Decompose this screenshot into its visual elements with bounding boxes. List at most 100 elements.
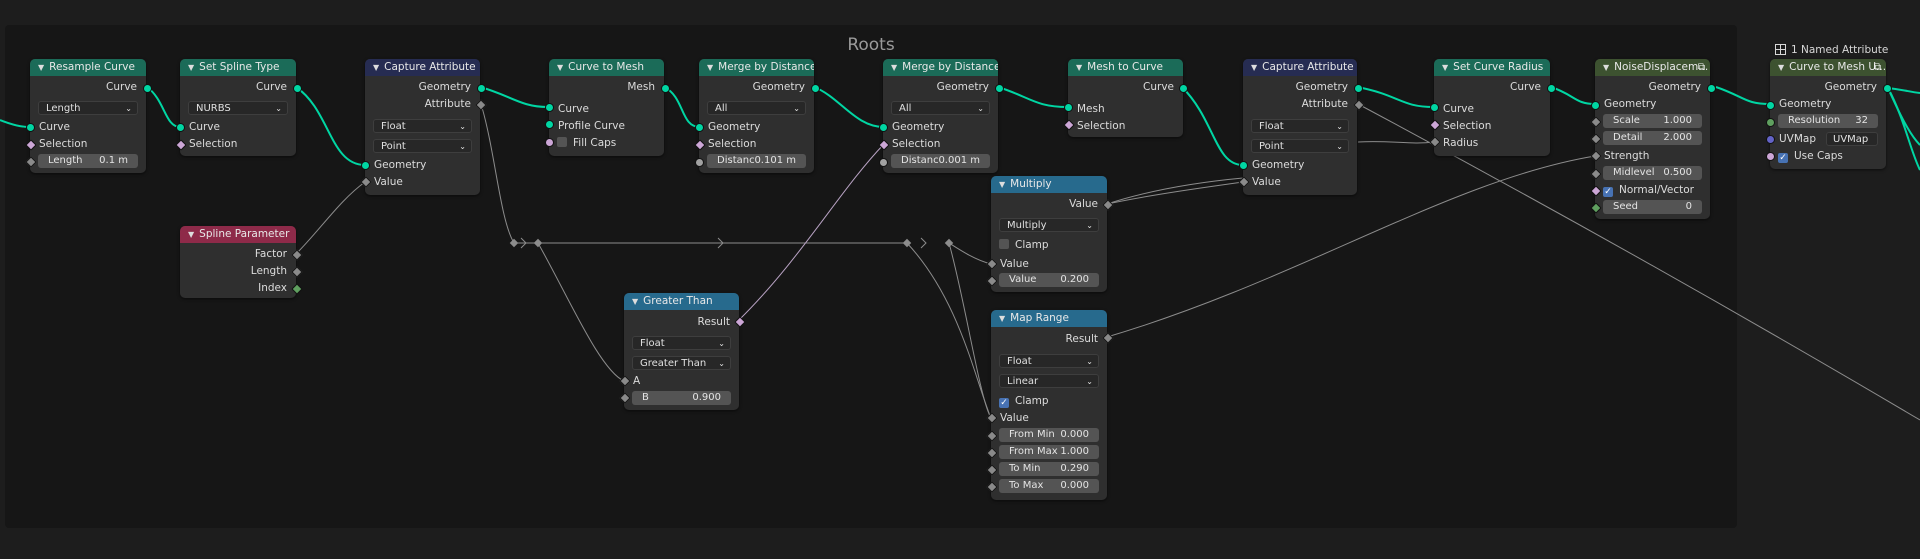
use-caps-checkbox[interactable]: ✓Use Caps	[1778, 150, 1843, 163]
socket-curve-out[interactable]	[1179, 84, 1188, 93]
node-header[interactable]: ▼Mesh to Curve	[1068, 59, 1183, 76]
socket-curve-in[interactable]	[26, 123, 35, 132]
socket-geometry-in[interactable]	[361, 161, 370, 170]
socket-geometry-out[interactable]	[477, 84, 486, 93]
node-curve-to-mesh-uv-group[interactable]: ▼Curve to Mesh U...⧉ Geometry Geometry R…	[1770, 59, 1886, 169]
node-header[interactable]: ▼NoiseDisplacem...⧉	[1595, 59, 1710, 76]
node-mesh-to-curve[interactable]: ▼Mesh to Curve Curve Mesh Selection	[1068, 59, 1183, 137]
output-length: Length	[250, 265, 287, 277]
socket-distance-in[interactable]	[879, 158, 888, 167]
node-curve-to-mesh[interactable]: ▼Curve to Mesh Mesh Curve Profile Curve …	[549, 59, 664, 156]
data-type-dropdown[interactable]: Float⌄	[1251, 119, 1349, 133]
node-merge-by-distance-2[interactable]: ▼Merge by Distance Geometry All⌄ Geometr…	[883, 59, 998, 173]
data-type-dropdown[interactable]: Float⌄	[632, 336, 731, 350]
collapse-icon[interactable]: ▼	[38, 63, 45, 72]
node-header[interactable]: ▼Greater Than	[624, 293, 739, 310]
interpolation-dropdown[interactable]: Linear⌄	[999, 374, 1099, 388]
link-geometry	[997, 86, 1069, 108]
named-attribute-label[interactable]: 1 Named Attribute	[1775, 44, 1888, 56]
socket-mesh-out[interactable]	[661, 84, 670, 93]
node-header[interactable]: ▼Curve to Mesh	[549, 59, 664, 76]
spline-type-dropdown[interactable]: NURBS⌄	[188, 101, 288, 115]
socket-geometry-in[interactable]	[879, 123, 888, 132]
node-group-icon[interactable]: ⧉	[1697, 62, 1705, 73]
socket-profile-in[interactable]	[545, 120, 554, 129]
node-header[interactable]: ▼Set Spline Type	[180, 59, 296, 76]
mode-dropdown[interactable]: All⌄	[707, 101, 806, 115]
socket-geometry-in[interactable]	[1766, 101, 1775, 110]
link-float	[1106, 177, 1244, 205]
domain-dropdown[interactable]: Point⌄	[373, 139, 472, 153]
socket-geometry-in[interactable]	[695, 123, 704, 132]
operation-dropdown[interactable]: Multiply⌄	[999, 218, 1099, 232]
operation-dropdown[interactable]: Greater Than⌄	[632, 356, 731, 370]
socket-geometry-in[interactable]	[1239, 161, 1248, 170]
socket-curve-in[interactable]	[545, 103, 554, 112]
node-header[interactable]: ▼Map Range	[991, 310, 1107, 327]
socket-resolution-in[interactable]	[1766, 118, 1775, 127]
mode-dropdown[interactable]: Length⌄	[38, 101, 138, 115]
node-spline-parameter[interactable]: ▼Spline Parameter Factor Length Index	[180, 226, 296, 298]
uvmap-field[interactable]: UVMap	[1826, 132, 1878, 146]
data-type-dropdown[interactable]: Float⌄	[999, 354, 1099, 368]
data-type-dropdown[interactable]: Float⌄	[373, 119, 472, 133]
node-multiply[interactable]: ▼Multiply Value Multiply⌄ Clamp Value Va…	[991, 176, 1107, 292]
socket-curve-out[interactable]	[143, 84, 152, 93]
node-greater-than[interactable]: ▼Greater Than Result Float⌄ Greater Than…	[624, 293, 739, 410]
node-header[interactable]: ▼Merge by Distance	[699, 59, 814, 76]
node-header[interactable]: ▼Multiply	[991, 176, 1107, 193]
socket-fill-caps-in[interactable]	[545, 138, 554, 147]
socket-use-caps-in[interactable]	[1766, 152, 1775, 161]
clamp-checkbox[interactable]: Clamp	[999, 238, 1049, 252]
node-capture-attribute-2[interactable]: ▼Capture Attribute Geometry Attribute Fl…	[1243, 59, 1357, 195]
node-header[interactable]: ▼Merge by Distance	[883, 59, 998, 76]
mode-dropdown[interactable]: All⌄	[891, 101, 990, 115]
socket-geometry-out[interactable]	[1354, 84, 1363, 93]
node-capture-attribute[interactable]: ▼Capture Attribute Geometry Attribute Fl…	[365, 59, 480, 195]
node-header[interactable]: ▼Spline Parameter	[180, 226, 296, 243]
node-map-range[interactable]: ▼Map Range Result Float⌄ Linear⌄ ✓Clamp …	[991, 310, 1107, 500]
node-header[interactable]: ▼Resample Curve	[30, 59, 146, 76]
socket-geometry-out[interactable]	[1707, 84, 1716, 93]
node-resample-curve[interactable]: ▼Resample Curve Curve Length⌄ Curve Sele…	[30, 59, 146, 173]
socket-geometry-out[interactable]	[1883, 84, 1892, 93]
node-set-curve-radius[interactable]: ▼Set Curve Radius Curve Curve Selection …	[1434, 59, 1550, 156]
node-group-icon[interactable]: ⧉	[1873, 62, 1881, 73]
domain-dropdown[interactable]: Point⌄	[1251, 139, 1349, 153]
socket-curve-in[interactable]	[176, 123, 185, 132]
socket-curve-out[interactable]	[1547, 84, 1556, 93]
socket-distance-in[interactable]	[695, 158, 704, 167]
node-header[interactable]: ▼Capture Attribute	[365, 59, 480, 76]
socket-geometry-out[interactable]	[995, 84, 1004, 93]
socket-geometry-out[interactable]	[811, 84, 820, 93]
node-merge-by-distance[interactable]: ▼Merge by Distance Geometry All⌄ Geometr…	[699, 59, 814, 173]
node-set-spline-type[interactable]: ▼Set Spline Type Curve NURBS⌄ Curve Sele…	[180, 59, 296, 156]
node-header[interactable]: ▼Set Curve Radius	[1434, 59, 1550, 76]
clamp-checkbox[interactable]: ✓Clamp	[999, 395, 1049, 408]
node-noise-displacement-group[interactable]: ▼NoiseDisplacem...⧉ Geometry Geometry Sc…	[1595, 59, 1710, 219]
table-icon	[1775, 44, 1786, 55]
node-header[interactable]: ▼Curve to Mesh U...⧉	[1770, 59, 1886, 76]
socket-curve-in[interactable]	[1430, 103, 1439, 112]
socket-uvmap-in[interactable]	[1766, 135, 1775, 144]
socket-mesh-in[interactable]	[1064, 103, 1073, 112]
normal-vector-checkbox[interactable]: ✓Normal/Vector	[1603, 184, 1694, 197]
node-header[interactable]: ▼Capture Attribute	[1243, 59, 1357, 76]
fill-caps-checkbox[interactable]: Fill Caps	[557, 136, 616, 150]
socket-curve-out[interactable]	[293, 84, 302, 93]
socket-geometry-in[interactable]	[1591, 101, 1600, 110]
